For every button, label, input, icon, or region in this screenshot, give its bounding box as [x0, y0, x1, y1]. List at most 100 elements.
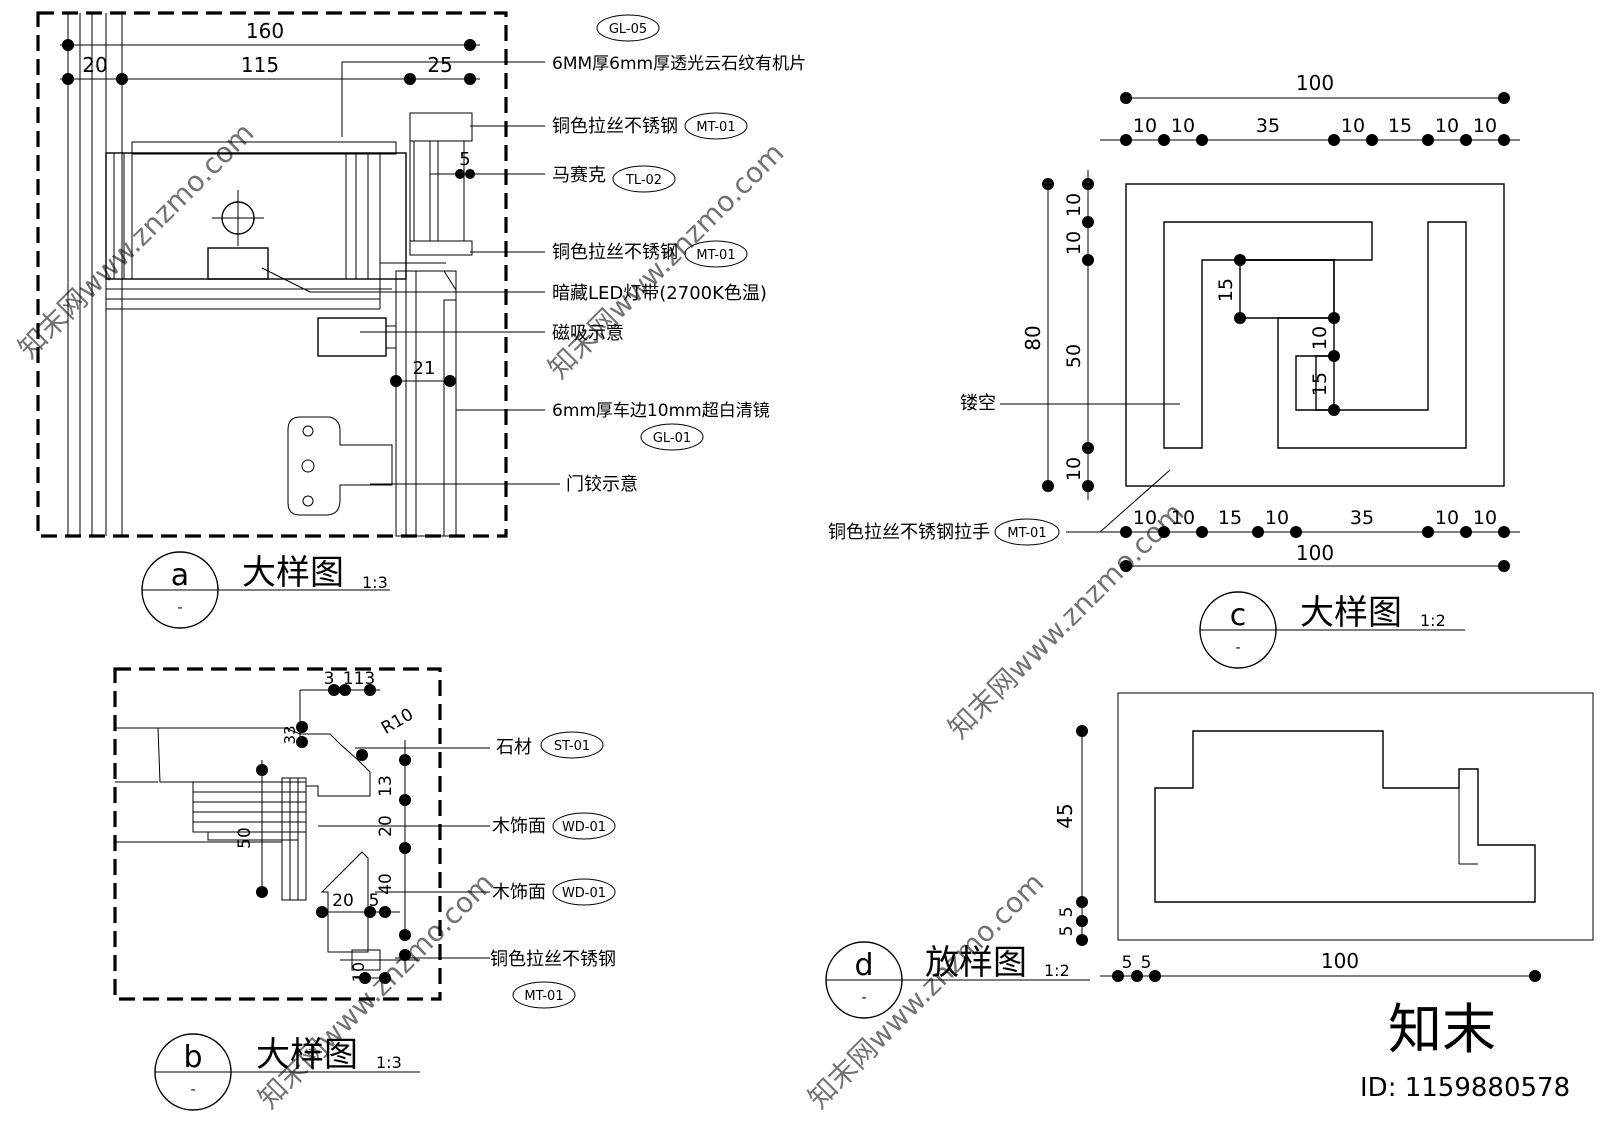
label-mirror: 6mm厚车边10mm超白清镜: [552, 401, 770, 421]
tag-mt01-c: MT-01: [1007, 526, 1046, 541]
dim-b-3: 3: [324, 669, 335, 689]
dim-c-bot-6: 10: [1473, 507, 1497, 529]
dim-d-h2: 5: [1057, 926, 1077, 937]
dim-a-panel: 21: [413, 358, 436, 379]
handle-plate: [1125, 183, 1505, 487]
detail-a-scale: 1:3: [362, 573, 388, 592]
detail-a-frame: [36, 11, 508, 538]
label-b-wood2: 木饰面: [492, 882, 546, 903]
dim-d-a: 5: [1122, 953, 1133, 973]
tag-mt01-bottom: MT-01: [696, 248, 735, 263]
tag-wd01-a: WD-01: [562, 820, 606, 835]
dim-b-5: 5: [369, 891, 380, 911]
dim-c-top-1: 10: [1171, 115, 1195, 137]
dim-b-13: 13: [376, 775, 396, 797]
dim-c-bot-5: 10: [1435, 507, 1459, 529]
detail-b-name: 大样图: [256, 1035, 358, 1075]
dim-c-inner-b: 10: [1309, 326, 1331, 350]
detail-c-letter: c: [1230, 598, 1247, 633]
dim-a-right: 25: [427, 53, 452, 77]
dim-d-b: 5: [1141, 953, 1152, 973]
dim-a-gap: 5: [459, 149, 470, 170]
dim-b-10: 10: [349, 962, 368, 982]
detail-b-letter: b: [183, 1040, 202, 1075]
detail-b-frame: [113, 667, 442, 1001]
label-b-steel: 铜色拉丝不锈钢: [490, 949, 616, 970]
label-c-hollow: 镂空: [960, 393, 996, 414]
cutout-shape: [1154, 730, 1536, 903]
label-b-wood1: 木饰面: [492, 816, 546, 837]
dim-c-inner-c: 15: [1309, 372, 1331, 396]
tag-mt01-top: MT-01: [696, 120, 735, 135]
detail-b: 3 113 33 R10 13 20 40 50 20 5 10 石材 ST-0…: [113, 667, 616, 1111]
label-c-handle: 铜色拉丝不锈钢拉手: [828, 522, 990, 543]
dim-c-left-1: 10: [1063, 231, 1085, 255]
detail-c-scale: 1:2: [1420, 611, 1446, 630]
dim-b-20h: 20: [332, 891, 354, 911]
tag-gl01: GL-01: [653, 431, 691, 446]
detail-c: 100 10 10 35 10 15 10 10 10 10 15 10 35 …: [828, 71, 1520, 669]
dim-c-top-4: 15: [1388, 115, 1412, 137]
dim-c-top-0: 10: [1133, 115, 1157, 137]
dim-c-left-total: 80: [1021, 325, 1045, 350]
dim-d-h1: 5: [1057, 907, 1077, 918]
detail-a-name: 大样图: [242, 553, 344, 593]
tag-st01: ST-01: [554, 739, 590, 754]
label-mosaic: 马赛克: [552, 165, 606, 186]
dim-c-top-3: 10: [1341, 115, 1365, 137]
detail-b-sub: -: [190, 1082, 195, 1098]
label-steel-top: 铜色拉丝不锈钢: [552, 116, 678, 137]
detail-d-name: 放样图: [925, 943, 1027, 983]
detail-c-name: 大样图: [1300, 593, 1402, 633]
label-hinge: 门铰示意: [566, 474, 638, 495]
watermark-logo: 知末: [1388, 998, 1496, 1061]
detail-a-letter: a: [171, 558, 189, 593]
dim-c-bot-4: 35: [1350, 507, 1374, 529]
tag-wd01-b: WD-01: [562, 886, 606, 901]
label-acrylic: 6MM厚6mm厚透光云石纹有机片: [552, 54, 806, 74]
dim-b-33: 33: [281, 725, 299, 744]
dim-b-r10: R10: [378, 705, 417, 739]
dim-c-bot-3: 10: [1265, 507, 1289, 529]
dim-c-left-0: 10: [1063, 193, 1085, 217]
detail-b-scale: 1:3: [376, 1053, 402, 1072]
dim-a-left: 20: [82, 53, 107, 77]
dim-c-top-total: 100: [1296, 71, 1334, 95]
dim-a-total: 160: [246, 19, 284, 43]
dim-b-50: 50: [235, 827, 255, 849]
dim-c-bot-1: 10: [1171, 507, 1195, 529]
dim-c-left-3: 10: [1063, 457, 1085, 481]
detail-d-letter: d: [854, 948, 873, 983]
tag-gl05: GL-05: [609, 22, 647, 37]
dim-c-top-5: 10: [1435, 115, 1459, 137]
dim-d-height: 45: [1053, 803, 1077, 828]
dim-b-113: 113: [343, 669, 375, 689]
dim-c-bot-total: 100: [1296, 541, 1334, 565]
label-steel-bottom: 铜色拉丝不锈钢: [552, 242, 678, 263]
tag-mt01-b: MT-01: [524, 989, 563, 1004]
dim-c-top-2: 35: [1256, 115, 1280, 137]
dim-c-bot-0: 10: [1133, 507, 1157, 529]
dim-c-inner-a: 15: [1215, 278, 1237, 302]
detail-d: 45 5 5 5 5 100 d - 放样图 1:2: [825, 692, 1594, 1019]
dim-d-width: 100: [1321, 949, 1359, 973]
detail-c-sub: -: [1235, 640, 1240, 656]
tag-bubble: [596, 14, 660, 42]
detail-a: 160 20 115 25 5 21 6MM厚6mm厚透光云石纹有机片 铜色拉丝…: [36, 11, 806, 629]
detail-d-sub: -: [861, 990, 866, 1006]
tag-tl02: TL-02: [625, 173, 662, 188]
label-b-stone: 石材: [496, 737, 532, 758]
dim-c-top-6: 10: [1473, 115, 1497, 137]
watermark-site-5: 知末网www.znzmo.com: [802, 866, 1051, 1115]
watermark-id: ID: 1159880578: [1360, 1073, 1570, 1103]
dim-b-40: 40: [376, 873, 396, 895]
detail-a-sub: -: [177, 600, 182, 616]
dim-a-mid: 115: [241, 53, 279, 77]
dim-c-bot-2: 15: [1218, 507, 1242, 529]
dim-c-left-2: 50: [1063, 344, 1085, 368]
label-magnet: 磁吸示意: [552, 323, 624, 344]
layout-grid: [1117, 692, 1594, 941]
detail-d-scale: 1:2: [1044, 961, 1070, 980]
label-led: 暗藏LED灯带(2700K色温): [552, 283, 767, 304]
